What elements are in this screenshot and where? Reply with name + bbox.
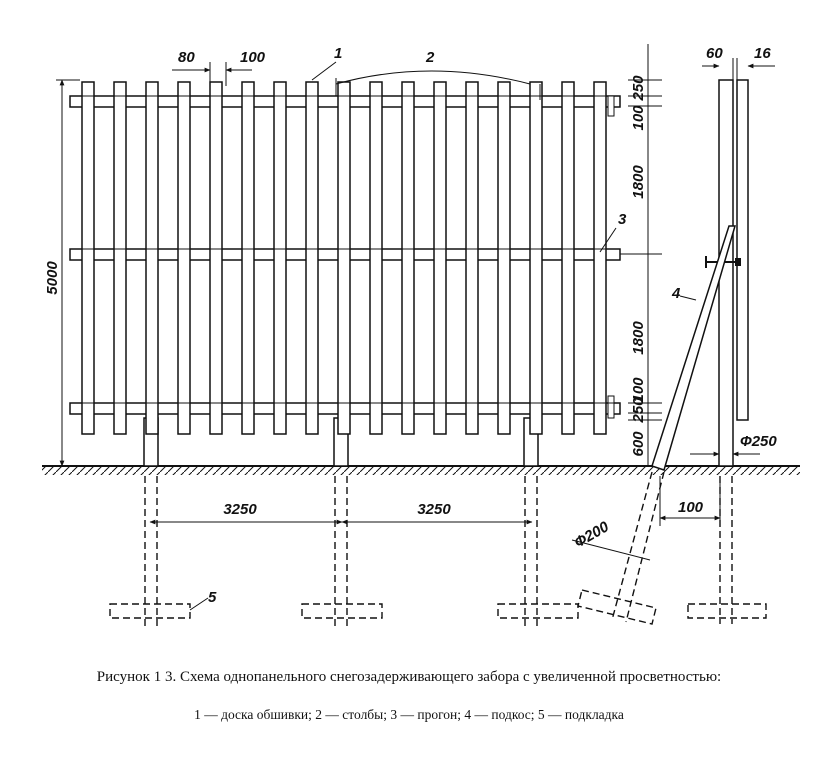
dim-rail-top: 100 — [630, 105, 647, 131]
fence-board — [337, 81, 351, 435]
fence-board — [529, 81, 543, 435]
dim-bottom-overhang: 250 — [630, 397, 647, 424]
fence-board — [401, 81, 415, 435]
fence-board — [593, 81, 607, 435]
dim-post-spacing-1: 3250 — [223, 501, 257, 518]
fence-board — [113, 81, 127, 435]
ground — [42, 465, 800, 475]
boards — [70, 81, 620, 435]
fence-diagram: 80 100 60 16 250 100 1800 1800 100 250 6… — [42, 44, 800, 626]
dim-strut-diameter: Ф200 — [572, 518, 613, 551]
callout-board: 1 — [334, 45, 342, 62]
caption-legend: 1 — доска обшивки; 2 — столбы; 3 — прого… — [194, 707, 624, 722]
caption-title: Рисунок 1 3. Схема однопанельного снегоз… — [96, 669, 722, 685]
callout-pad: 5 — [208, 589, 217, 606]
fence-board — [369, 81, 383, 435]
dimension-labels: 80 100 60 16 250 100 1800 1800 100 250 6… — [44, 45, 777, 551]
callout-posts: 2 — [425, 49, 435, 66]
callout-labels: 1 2 3 4 5 — [208, 45, 681, 606]
dim-ground-clearance: 600 — [630, 431, 647, 457]
dim-rail-bottom: 100 — [630, 377, 647, 403]
side-view — [687, 79, 767, 624]
underground-posts — [109, 476, 579, 626]
fence-board — [241, 81, 255, 435]
fence-board — [433, 81, 447, 435]
dim-post-diameter: Ф250 — [740, 433, 777, 450]
dim-span-lower: 1800 — [630, 321, 647, 355]
fence-board — [177, 81, 191, 435]
fence-board — [497, 81, 511, 435]
fence-board — [209, 81, 223, 435]
callout-rail: 3 — [618, 211, 627, 228]
dim-board-offset: 16 — [754, 45, 771, 62]
callout-strut: 4 — [671, 285, 681, 302]
fence-board — [81, 81, 95, 435]
fence-board — [465, 81, 479, 435]
dim-board-width: 80 — [178, 49, 195, 66]
fence-board — [305, 81, 319, 435]
dim-span-upper: 1800 — [630, 165, 647, 199]
strut — [577, 225, 736, 625]
fence-board — [273, 81, 287, 435]
dim-strut-offset: 100 — [678, 499, 704, 516]
fence-board — [561, 81, 575, 435]
dimension-lines — [56, 44, 775, 611]
fence-board — [145, 81, 159, 435]
dim-board-thickness: 60 — [706, 45, 723, 62]
dim-post-spacing-2: 3250 — [417, 501, 451, 518]
dim-total-height: 5000 — [44, 261, 61, 295]
dim-board-gap: 100 — [240, 49, 266, 66]
dim-top-overhang: 250 — [630, 75, 647, 102]
